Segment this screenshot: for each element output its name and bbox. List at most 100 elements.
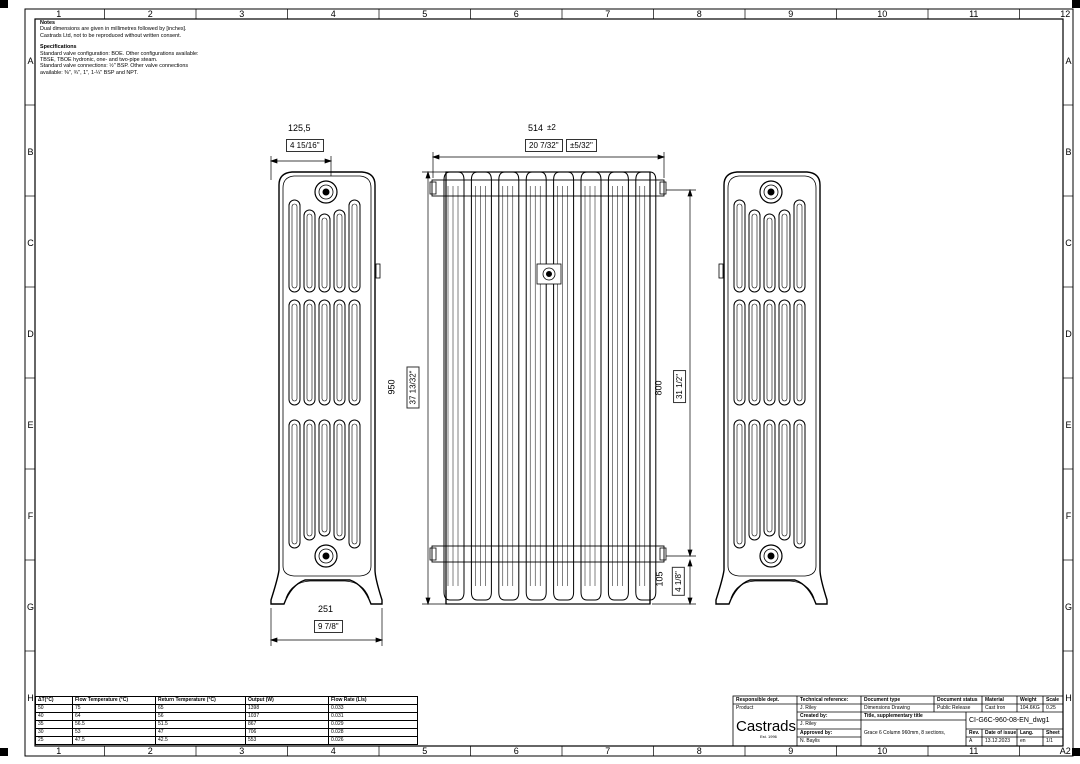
drawing-title: Grace 6 Column 960mm, 8 sections, (864, 730, 946, 736)
dim-front-tolerance: ±2 (547, 123, 556, 132)
material: Cast Iron (985, 705, 1006, 711)
dimension-lines (269, 152, 696, 646)
inner-frame (34, 18, 1064, 747)
table-cell: 553 (245, 736, 329, 745)
spec-line: Standard valve configuration: BOE. Other… (40, 50, 199, 57)
weight: 104.6KG (1020, 705, 1040, 711)
zone-label-column: 10 (877, 746, 888, 756)
table-cell: 0.033 (328, 704, 418, 713)
lang-label: Lang. (1020, 730, 1034, 736)
zone-label-row: E (1065, 420, 1072, 430)
corner-mark (0, 0, 8, 8)
table-header: Return Temperature (°C) (155, 696, 246, 705)
zone-label-column: 4 (330, 9, 336, 19)
table-cell: 50 (35, 704, 73, 713)
spec-line: Standard valve connections: ½" BSP. Othe… (40, 63, 189, 70)
zone-label-column: 8 (696, 9, 702, 19)
zone-label-row: H (27, 693, 34, 703)
side-view-left (270, 171, 383, 605)
table-header: ΔT(°C) (35, 696, 73, 705)
table-cell: 0.026 (328, 736, 418, 745)
zone-ticks (25, 9, 1073, 756)
zone-label-row: A (27, 56, 34, 66)
table-cell: 0.031 (328, 712, 418, 721)
zone-label-column: 7 (605, 9, 611, 19)
table-cell: 65 (155, 704, 246, 713)
table-cell: 1037 (245, 712, 329, 721)
zone-label-column: A2 (1059, 746, 1071, 756)
technical-ref: J. Riley (800, 705, 817, 711)
table-cell: 30 (35, 728, 73, 737)
approved-by-label: Approved by: (800, 730, 833, 736)
dim-floor: 105 (654, 571, 665, 587)
notes-block: Notes Dual dimensions are given in milli… (40, 20, 300, 76)
dim-side-top-width-inch: 4 15/16" (286, 139, 324, 152)
dim-side-top-width: 125,5 (288, 123, 311, 133)
title-block-frame (732, 695, 1064, 747)
dim-side-bottom-width: 251 (318, 604, 334, 614)
zone-label-row: G (26, 602, 34, 612)
dim-centres-inch: 31 1/2" (673, 369, 687, 404)
rev-label: Rev. (969, 730, 980, 736)
zone-label-row: A (1065, 56, 1072, 66)
zone-label-column: 11 (969, 746, 979, 756)
zone-label-row: B (1065, 147, 1072, 157)
zone-label-column: 8 (696, 746, 702, 756)
table-cell: 40 (35, 712, 73, 721)
rev: A (969, 738, 973, 744)
title-label: Title, supplementary title (864, 713, 923, 719)
zone-label-row: D (27, 329, 34, 339)
table-header: Flow Temperature (°C) (72, 696, 156, 705)
zone-label-column: 3 (239, 746, 245, 756)
zone-label-column: 11 (969, 9, 979, 19)
spec-line: available: ⅜", ¾", 1", 1-¼" BSP and NPT. (40, 69, 139, 76)
table-cell: 867 (245, 720, 329, 729)
zone-label-column: 1 (56, 9, 62, 19)
responsible-dept-label: Responsible dept. (736, 697, 780, 703)
zone-label-column: 4 (330, 746, 336, 756)
notes-heading: Notes (40, 20, 55, 26)
performance-table: ΔT(°C) Flow Temperature (°C) Return Temp… (35, 696, 418, 745)
zone-label-row: B (27, 147, 34, 157)
corner-mark (1072, 0, 1080, 8)
zone-label-column: 6 (513, 746, 519, 756)
zone-label-column: 10 (877, 9, 888, 19)
corner-mark (1072, 748, 1080, 756)
zone-label-row: C (1065, 238, 1072, 248)
table-cell: 56 (155, 712, 246, 721)
table-cell: 25 (35, 736, 73, 745)
date-of-issue: 13.12.2023 (985, 738, 1011, 744)
dim-front-width: 514 (528, 123, 544, 133)
table-cell: 56.5 (72, 720, 156, 729)
zone-label-column: 9 (788, 9, 794, 19)
zone-label-row: G (1064, 602, 1072, 612)
doc-type: Dimensions Drawing (864, 705, 910, 711)
table-cell: 75 (72, 704, 156, 713)
notes-line: Castrads Ltd, not to be reproduced witho… (40, 32, 182, 39)
side-view-right (715, 171, 828, 605)
doc-type-label: Document type (864, 697, 901, 703)
notes-line: Dual dimensions are given in millimetres… (40, 26, 187, 33)
table-cell: 64 (72, 712, 156, 721)
doc-status: Public Release (937, 705, 971, 711)
table-header: Flow Rate (L/s) (328, 696, 418, 705)
castrads-logo: Castrads (736, 718, 797, 735)
zone-label-column: 3 (239, 9, 245, 19)
dim-front-width-inch: 20 7/32" (525, 139, 563, 152)
table-cell: 53 (72, 728, 156, 737)
responsible-dept: Product (736, 705, 754, 711)
sheet-label: Sheet (1046, 730, 1060, 736)
table-cell: 1398 (245, 704, 329, 713)
front-view (429, 171, 667, 605)
zone-label-column: 2 (147, 746, 153, 756)
scale-label: Scale (1046, 697, 1060, 703)
zone-label-row: F (27, 511, 34, 521)
zone-label-row: F (1065, 511, 1072, 521)
table-cell: 42.5 (155, 736, 246, 745)
zone-label-row: E (27, 420, 34, 430)
created-by: J. Riley (800, 721, 817, 727)
